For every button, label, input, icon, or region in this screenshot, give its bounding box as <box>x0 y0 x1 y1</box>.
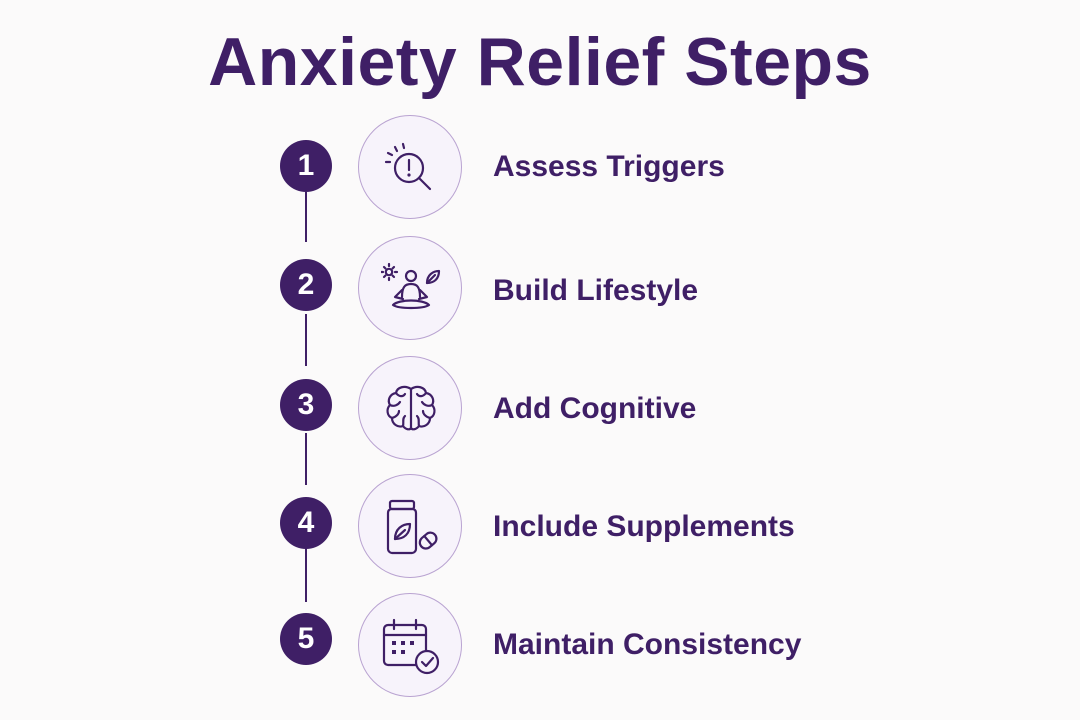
step-connector <box>305 192 307 242</box>
step-connector <box>305 314 307 366</box>
page-title: Anxiety Relief Steps <box>208 24 872 100</box>
supplement-bottle-icon <box>386 499 438 555</box>
step-icon-circle <box>358 356 462 460</box>
step-2: 2 <box>0 236 1080 344</box>
step-connector <box>305 548 307 602</box>
step-label: Add Cognitive <box>493 392 697 425</box>
step-icon-circle <box>358 593 462 697</box>
calendar-check-icon <box>382 618 440 675</box>
brain-icon <box>386 385 436 431</box>
step-number-badge: 2 <box>280 259 332 311</box>
step-3: 3 Add Cognitive <box>0 356 1080 464</box>
step-1: 1 Assess Triggers <box>0 113 1080 221</box>
step-4: 4 Include Supplements <box>0 474 1080 582</box>
step-icon-circle <box>358 236 462 340</box>
step-connector <box>305 433 307 485</box>
step-5: 5 Maintain Consistency <box>0 590 1080 698</box>
step-number-badge: 4 <box>280 497 332 549</box>
step-icon-circle <box>358 474 462 578</box>
step-label: Assess Triggers <box>493 150 725 183</box>
step-number-badge: 3 <box>280 379 332 431</box>
step-label: Include Supplements <box>493 510 795 543</box>
meditation-icon <box>381 262 441 310</box>
step-number-badge: 1 <box>280 140 332 192</box>
magnifier-alert-icon <box>384 142 432 191</box>
step-label: Build Lifestyle <box>493 274 699 307</box>
step-number-badge: 5 <box>280 613 332 665</box>
step-label: Maintain Consistency <box>493 628 802 661</box>
step-icon-circle <box>358 115 462 219</box>
